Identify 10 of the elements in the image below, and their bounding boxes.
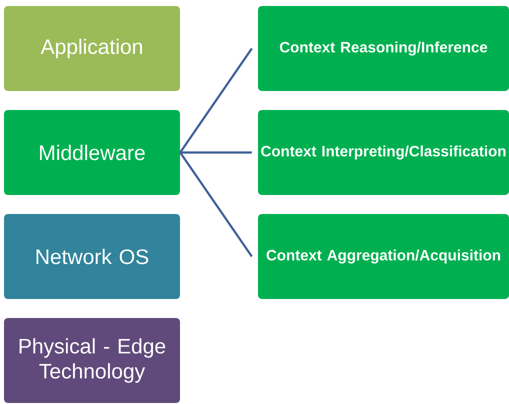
process-box: Network OS (4, 214, 180, 299)
process-box: Physical - Edge Technology (4, 318, 180, 403)
connector-line (180, 151, 252, 154)
connector-line (179, 152, 253, 258)
process-box: Application (4, 6, 180, 91)
process-box: Context Aggregation/Acquisition (258, 214, 509, 299)
connector-line (179, 48, 253, 154)
process-box: Context Interpreting/Classification (258, 110, 509, 195)
process-box: Middleware (4, 110, 180, 195)
process-box: Context Reasoning/Inference (258, 6, 509, 91)
